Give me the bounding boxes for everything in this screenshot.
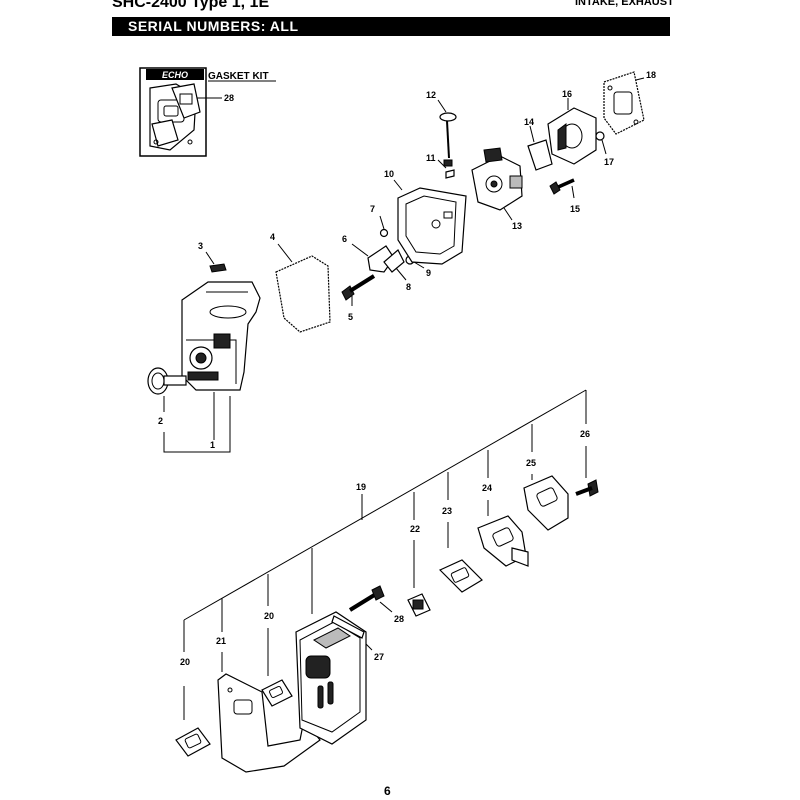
part-4-air-filter bbox=[275, 255, 331, 333]
kit-title: GASKET KIT bbox=[208, 71, 269, 82]
part-18-gasket bbox=[603, 71, 645, 135]
callout-2: 2 bbox=[158, 416, 163, 426]
part-3-clip bbox=[209, 263, 227, 273]
callout-27: 27 bbox=[374, 652, 384, 662]
part-24-gasket bbox=[477, 515, 529, 567]
part-2-knob bbox=[147, 367, 187, 395]
serial-text: SERIAL NUMBERS: ALL bbox=[128, 18, 299, 34]
gasket-kit-box: ECHO GASKET KIT 28 bbox=[139, 67, 276, 157]
page-number: 6 bbox=[384, 784, 391, 798]
callout-16: 16 bbox=[562, 89, 572, 99]
kit-brand: ECHO bbox=[162, 70, 188, 80]
callout-15: 15 bbox=[570, 204, 580, 214]
part-12-choke-knob bbox=[439, 112, 457, 179]
callout-21: 21 bbox=[216, 636, 226, 646]
part-14-gasket bbox=[527, 139, 553, 171]
callout-12: 12 bbox=[426, 90, 436, 100]
callout-6: 6 bbox=[342, 234, 347, 244]
callout-3: 3 bbox=[198, 241, 203, 251]
callout-19: 19 bbox=[356, 482, 366, 492]
callout-10: 10 bbox=[384, 169, 394, 179]
part-15-bolt bbox=[549, 178, 575, 195]
callout-13: 13 bbox=[512, 221, 522, 231]
callout-20-a: 20 bbox=[180, 657, 190, 667]
callout-28-visible: 28 bbox=[394, 614, 404, 624]
part-26-bolt bbox=[575, 479, 599, 497]
part-23-gasket bbox=[438, 559, 483, 593]
part-8-plate bbox=[383, 249, 405, 273]
callout-1: 1 bbox=[210, 440, 215, 450]
callout-7: 7 bbox=[370, 204, 375, 214]
part-5-bolt bbox=[341, 274, 376, 301]
callout-22: 22 bbox=[410, 524, 420, 534]
model-title: SHC-2400 Type 1, 1E bbox=[112, 0, 270, 11]
part-16-insulator bbox=[547, 107, 597, 165]
part-28-bolt bbox=[348, 585, 385, 612]
part-27-plate bbox=[331, 615, 365, 639]
callout-17: 17 bbox=[604, 157, 614, 167]
part-20-gasket-a bbox=[175, 727, 211, 757]
lower-leader-lines bbox=[183, 389, 587, 720]
callout-5: 5 bbox=[348, 312, 353, 322]
callout-26: 26 bbox=[580, 429, 590, 439]
section-title: INTAKE, EXHAUST bbox=[575, 0, 674, 8]
callout-14: 14 bbox=[524, 117, 534, 127]
part-25-plate bbox=[523, 475, 569, 531]
callout-24: 24 bbox=[482, 483, 492, 493]
upper-leader-lines bbox=[163, 77, 645, 453]
part-1-air-cleaner-cover bbox=[181, 281, 261, 391]
callout-8: 8 bbox=[406, 282, 411, 292]
part-19-muffler bbox=[295, 611, 367, 745]
callout-4: 4 bbox=[270, 232, 275, 242]
callout-11: 11 bbox=[426, 153, 436, 163]
serial-bar: SERIAL NUMBERS: ALL bbox=[112, 17, 670, 36]
callout-18: 18 bbox=[646, 70, 656, 80]
callout-9: 9 bbox=[426, 268, 431, 278]
part-17-nut bbox=[595, 131, 605, 141]
callout-29: 28 bbox=[224, 93, 234, 103]
callout-23: 23 bbox=[442, 506, 452, 516]
part-22-plate bbox=[407, 593, 431, 617]
callout-25: 25 bbox=[526, 458, 536, 468]
part-20-gasket-b bbox=[261, 679, 293, 707]
part-7-washer bbox=[379, 228, 389, 238]
part-10-air-cleaner-case bbox=[397, 187, 467, 265]
callout-20-b: 20 bbox=[264, 611, 274, 621]
callout-labels: 1 2 3 4 5 6 7 8 9 10 11 12 13 14 15 16 1… bbox=[158, 70, 656, 667]
part-13-carburetor bbox=[471, 147, 523, 211]
